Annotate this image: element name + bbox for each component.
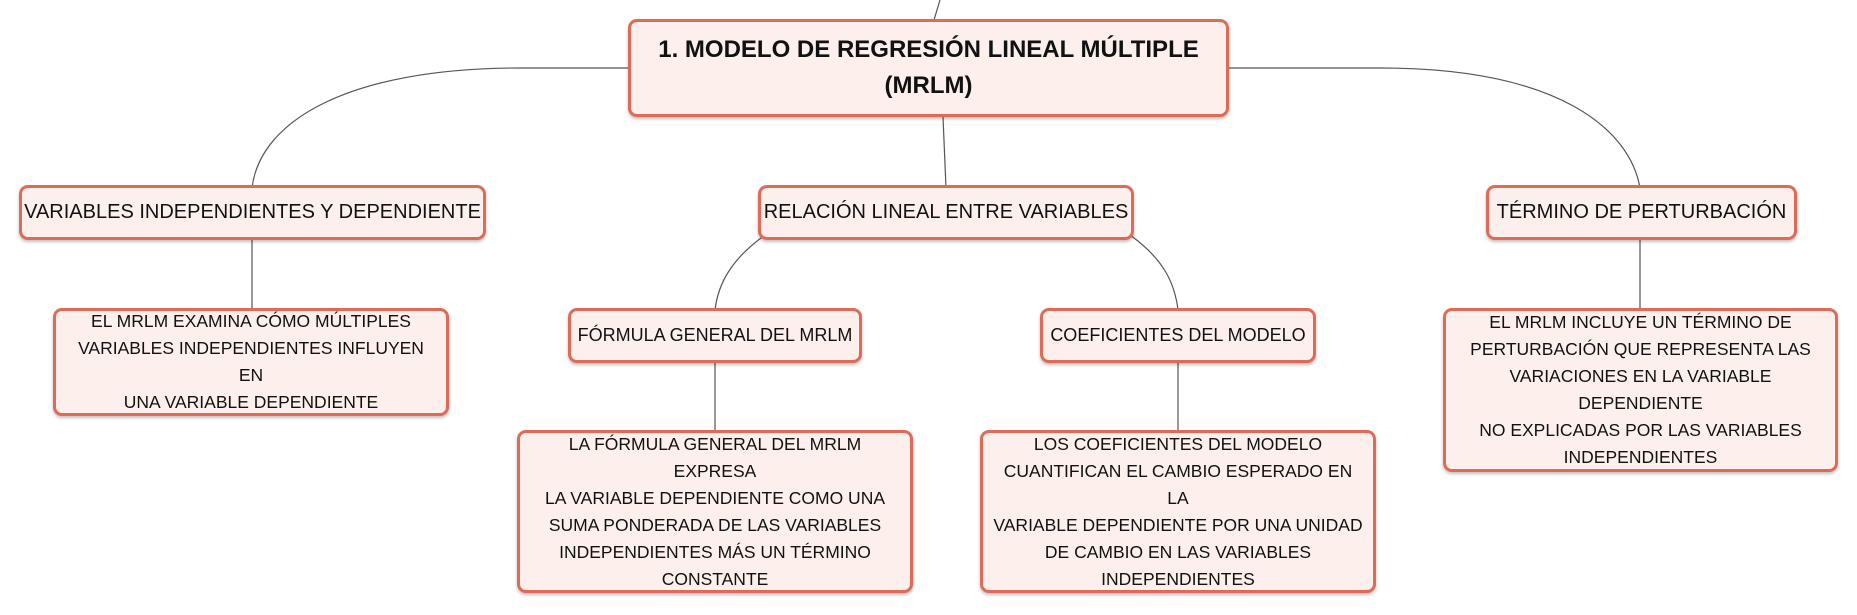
leaf-text-line: INDEPENDIENTES [1563,447,1718,467]
connector-relacion-to-formula [714,234,766,311]
root-title-line-2: (MRLM) [884,72,973,99]
leaf-text: EL MRLM EXAMINA CÓMO MÚLTIPLES VARIABLES… [66,308,436,416]
leaf-text-line: DE CAMBIO EN LAS VARIABLES [1044,541,1312,562]
leaf-text-line: LOS COEFICIENTES DEL MODELO [1033,433,1323,454]
root-node-text: 1. MODELO DE REGRESIÓN LINEAL MÚLTIPLE (… [658,32,1198,104]
leaf-text-line: UNA VARIABLE DEPENDIENTE [123,392,379,412]
connector-root-to-relacion [942,116,947,189]
leaf-text-line: INDEPENDIENTES MÁS UN TÉRMINO [559,541,871,562]
leaf-node-formula[interactable]: LA FÓRMULA GENERAL DEL MRLM EXPRESA LA V… [517,430,913,593]
leaf-text-line: VARIACIONES EN LA VARIABLE DEPENDIENTE [1509,366,1772,413]
leaf-text-line: LA FÓRMULA GENERAL DEL MRLM EXPRESA [568,433,862,481]
leaf-node-perturbacion[interactable]: EL MRLM INCLUYE UN TÉRMINO DE PERTURBACI… [1443,308,1838,472]
leaf-text: EL MRLM INCLUYE UN TÉRMINO DE PERTURBACI… [1456,309,1825,471]
topic-label: TÉRMINO DE PERTURBACIÓN [1496,201,1787,223]
connector-root-to-perturbacion [1228,67,1641,189]
leaf-text-line: CUANTIFICAN EL CAMBIO ESPERADO EN LA [1003,460,1353,508]
topic-node-perturbacion[interactable]: TÉRMINO DE PERTURBACIÓN [1486,185,1797,240]
leaf-text-line: VARIABLES INDEPENDIENTES INFLUYEN EN [78,338,424,385]
connector-relacion-to-coeficientes [1129,234,1179,311]
leaf-text-line: NO EXPLICADAS POR LAS VARIABLES [1479,420,1802,440]
connector-top-stub [933,0,941,21]
subtopic-node-coeficientes[interactable]: COEFICIENTES DEL MODELO [1040,308,1316,363]
subtopic-label: FÓRMULA GENERAL DEL MRLM [577,325,853,345]
root-node[interactable]: 1. MODELO DE REGRESIÓN LINEAL MÚLTIPLE (… [628,19,1229,117]
topic-node-relacion[interactable]: RELACIÓN LINEAL ENTRE VARIABLES [758,185,1134,240]
leaf-text-line: EL MRLM EXAMINA CÓMO MÚLTIPLES [91,311,411,331]
leaf-text: LA FÓRMULA GENERAL DEL MRLM EXPRESA LA V… [530,431,900,593]
leaf-text-line: LA VARIABLE DEPENDIENTE COMO UNA [544,487,886,508]
subtopic-label: COEFICIENTES DEL MODELO [1050,325,1306,345]
subtopic-node-formula[interactable]: FÓRMULA GENERAL DEL MRLM [568,308,862,363]
root-title-line-1: 1. MODELO DE REGRESIÓN LINEAL MÚLTIPLE [658,36,1199,63]
topic-label: RELACIÓN LINEAL ENTRE VARIABLES [763,201,1129,223]
leaf-text-line: EL MRLM INCLUYE UN TÉRMINO DE [1489,312,1792,332]
leaf-text-line: SUMA PONDERADA DE LAS VARIABLES [548,514,882,535]
leaf-text-line: INDEPENDIENTES [1101,568,1255,589]
leaf-node-coeficientes[interactable]: LOS COEFICIENTES DEL MODELO CUANTIFICAN … [980,430,1376,593]
leaf-text-line: VARIABLE DEPENDIENTE POR UNA UNIDAD [993,514,1363,535]
topic-label: VARIABLES INDEPENDIENTES Y DEPENDIENTE [24,201,481,223]
connector-root-to-variables [251,67,630,189]
leaf-node-variables[interactable]: EL MRLM EXAMINA CÓMO MÚLTIPLES VARIABLES… [53,308,449,416]
leaf-text-line: PERTURBACIÓN QUE REPRESENTA LAS [1470,339,1811,359]
leaf-text-line: CONSTANTE [661,568,769,589]
leaf-text: LOS COEFICIENTES DEL MODELO CUANTIFICAN … [993,431,1363,593]
topic-node-variables[interactable]: VARIABLES INDEPENDIENTES Y DEPENDIENTE [19,185,486,240]
